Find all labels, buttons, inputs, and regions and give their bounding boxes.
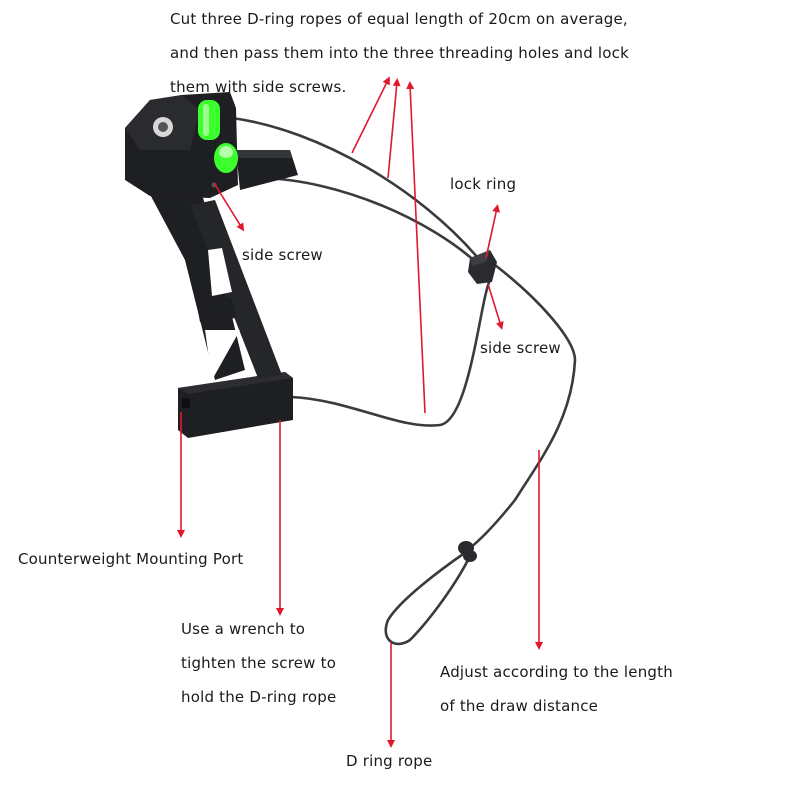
top-instruction-line-3: them with side screws. <box>170 78 347 96</box>
d-ring-rope-label: D ring rope <box>346 752 433 770</box>
wrench-instruction-line-3: hold the D-ring rope <box>181 688 337 706</box>
top-instruction: Cut three D-ring ropes of equal length o… <box>170 2 629 104</box>
side-screw-label-ring: side screw <box>480 339 561 357</box>
annotation-arrows <box>177 76 543 748</box>
adjust-instruction-line-1: Adjust according to the length <box>440 663 673 681</box>
lock-ring-label: lock ring <box>450 175 517 193</box>
side-screw-label-top: side screw <box>242 246 323 264</box>
lock-ring <box>468 250 497 284</box>
d-ring-ropes <box>230 116 577 646</box>
wrench-instruction-line-2: tighten the screw to <box>181 654 337 672</box>
counterweight-port-label: Counterweight Mounting Port <box>18 550 244 568</box>
release-aid-bracket <box>125 92 298 438</box>
wrench-instruction-line-1: Use a wrench to <box>181 620 306 638</box>
adjust-instruction: Adjust according to the length of the dr… <box>440 655 673 723</box>
wrench-instruction: Use a wrench to tighten the screw to hol… <box>181 612 336 714</box>
top-instruction-line-2: and then pass them into the three thread… <box>170 44 629 62</box>
rope-knot <box>458 541 477 562</box>
adjust-instruction-line-2: of the draw distance <box>440 697 599 715</box>
top-instruction-line-1: Cut three D-ring ropes of equal length o… <box>170 10 628 28</box>
